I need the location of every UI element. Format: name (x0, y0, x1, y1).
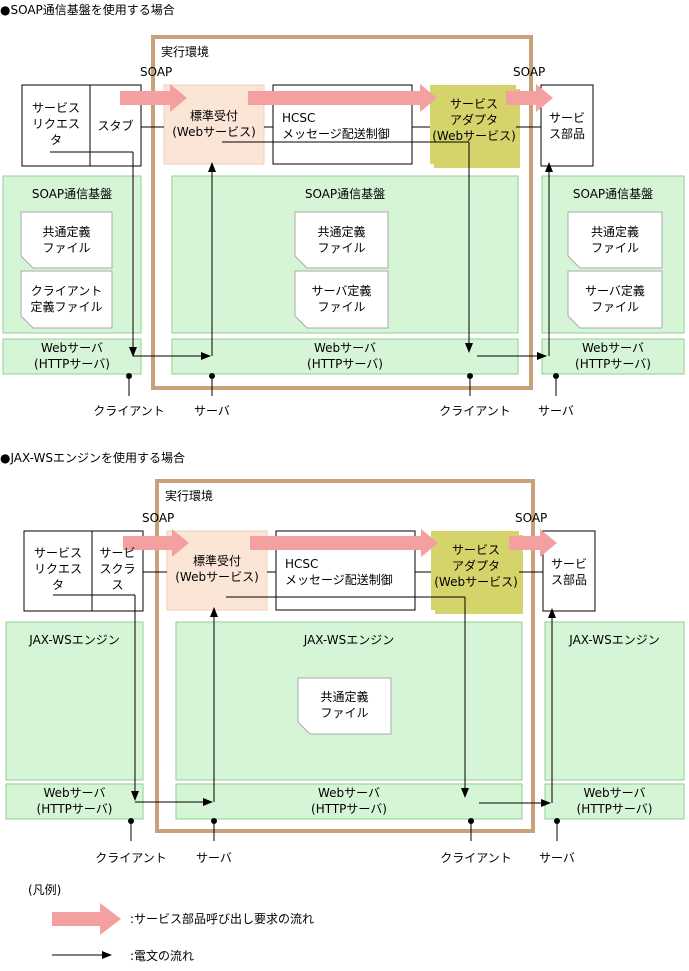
section-title: ●SOAP通信基盤を使用する場合 (0, 3, 175, 17)
client-label: クライアント (440, 851, 512, 865)
server-label: サーバ (196, 851, 232, 865)
exec-env-frame (151, 35, 533, 390)
request-flow-arrow-2 (248, 84, 437, 112)
platform-label-center: SOAP通信基盤 (304, 187, 386, 201)
web-server-label-left: Webサーバ(HTTPサーバ) (36, 786, 113, 816)
request-flow-arrow-6 (509, 529, 557, 557)
endpoint-pins-2 (128, 818, 560, 841)
request-flow-arrow-1 (120, 84, 187, 112)
file-server-def-center (294, 270, 389, 329)
request-flow-arrow-4 (123, 529, 189, 557)
request-flow-arrow-5 (250, 529, 438, 557)
soap-label-left: SOAP (140, 65, 173, 79)
service-component-label: サービス部品 (548, 111, 585, 141)
web-server-label-center: Webサーバ(HTTPサーバ) (311, 786, 387, 816)
message-flow-path-2 (53, 594, 556, 807)
service-component-label: サービス部品 (550, 557, 587, 587)
server-label: サーバ (538, 404, 574, 418)
file-common-def-center-2 (297, 677, 392, 735)
client-label: クライアント (93, 404, 165, 418)
service-requester-label: サービスリクエスタ (31, 101, 80, 147)
file-label-common-center: 共通定義ファイル (317, 225, 366, 255)
standard-receiver-label: 標準受付(Webサービス) (172, 109, 256, 139)
legend-title: (凡例) (28, 883, 62, 897)
service-adapter-label: サービスアダプタ(Webサービス) (434, 543, 518, 589)
legend-request-flow-label: :サービス部品呼び出し要求の流れ (130, 912, 315, 926)
section-soap-platform (2, 35, 685, 396)
file-server-def-right (567, 270, 663, 329)
file-common-def-center (294, 211, 389, 269)
service-requester-label: サービスリクエスタ (33, 546, 82, 592)
section-title: ●JAX-WSエンジンを使用する場合 (0, 451, 185, 465)
file-label-server-right: サーバ定義ファイル (585, 284, 645, 314)
request-flow-arrow-3 (506, 84, 553, 112)
client-label: クライアント (439, 404, 511, 418)
web-server-label-center: Webサーバ(HTTPサーバ) (307, 341, 383, 371)
engine-panel-left (5, 621, 144, 781)
web-server-strip-left (2, 338, 142, 375)
endpoint-pins (126, 373, 559, 396)
section-jaxws-engine (5, 479, 685, 841)
web-server-strip-left-2 (5, 783, 144, 820)
server-label: サーバ (194, 404, 230, 418)
platform-label-left: SOAP通信基盤 (31, 187, 113, 201)
exec-env-label: 実行環境 (161, 45, 210, 59)
client-label: クライアント (95, 851, 167, 865)
file-label-common-right: 共通定義ファイル (590, 225, 639, 255)
message-flow-path (50, 141, 553, 360)
soap-label-right: SOAP (515, 511, 548, 525)
file-label-common-left: 共通定義ファイル (42, 225, 91, 255)
engine-label-left: JAX-WSエンジン (29, 633, 120, 647)
legend-request-arrow (52, 903, 121, 935)
file-label-client-left: クライアント定義ファイル (30, 284, 103, 314)
web-server-label-right: Webサーバ(HTTPサーバ) (576, 786, 653, 816)
web-server-label-right: Webサーバ(HTTPサーバ) (575, 341, 651, 371)
server-label: サーバ (539, 851, 575, 865)
soap-label-right: SOAP (513, 65, 546, 79)
engine-panel-right (544, 621, 685, 781)
legend-message-flow-label: :電文の流れ (130, 949, 195, 963)
file-label-server-center: サーバ定義ファイル (311, 284, 372, 314)
engine-label-right: JAX-WSエンジン (569, 633, 660, 647)
engine-label-center: JAX-WSエンジン (303, 633, 395, 647)
file-client-def-left (20, 270, 113, 329)
exec-env-label: 実行環境 (165, 489, 214, 503)
file-common-def-left (20, 211, 113, 269)
stub-label: スタブ (97, 119, 134, 133)
standard-receiver-label: 標準受付(Webサービス) (175, 554, 259, 584)
platform-label-right: SOAP通信基盤 (572, 187, 654, 201)
file-common-def-right (567, 211, 663, 269)
service-class-label: サービスクラス (99, 546, 136, 592)
service-adapter-label: サービスアダプタ(Webサービス) (432, 97, 516, 143)
web-server-label-left: Webサーバ(HTTPサーバ) (34, 341, 110, 371)
file-label-common-center: 共通定義ファイル (320, 690, 369, 720)
service-requester-box-2 (23, 530, 93, 612)
soap-label-left: SOAP (142, 511, 175, 525)
exec-env-frame-2 (155, 479, 535, 833)
web-server-strip-right-2 (544, 783, 685, 820)
service-adapter-box (430, 85, 516, 164)
